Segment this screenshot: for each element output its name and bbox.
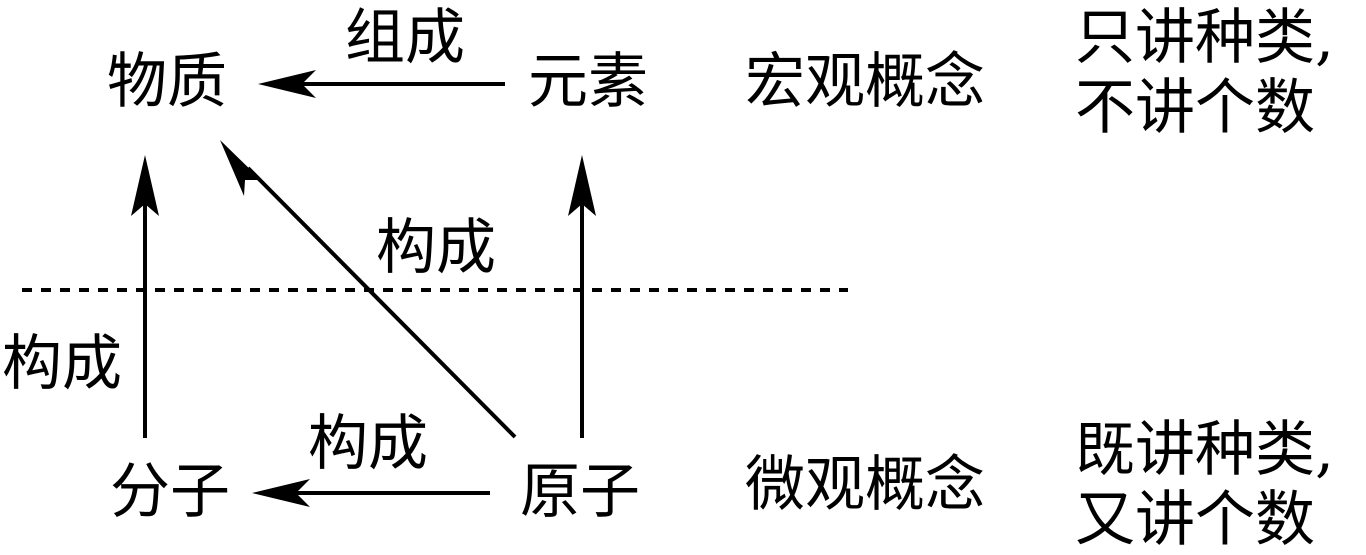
micro-note-line-1: 既讲种类, xyxy=(1075,415,1335,485)
relation-element-to-matter: 组成 xyxy=(345,3,465,73)
relation-molecule-to-matter: 构成 xyxy=(2,329,122,399)
macro-note-line-2: 不讲个数 xyxy=(1075,73,1315,143)
relation-atom-to-matter: 构成 xyxy=(376,213,496,283)
arrow-atom-to-matter xyxy=(246,166,517,439)
node-molecule: 分子 xyxy=(110,457,230,527)
node-matter: 物质 xyxy=(107,47,227,117)
node-atom: 原子 xyxy=(520,457,640,527)
macro-note-line-1: 只讲种类, xyxy=(1075,3,1335,73)
node-element: 元素 xyxy=(528,47,648,117)
relation-atom-to-molecule: 构成 xyxy=(308,409,428,479)
arrowhead-atom-to-molecule xyxy=(252,479,310,507)
arrowhead-element-to-matter xyxy=(258,70,316,98)
arrowhead-molecule-to-matter xyxy=(131,155,159,216)
arrowhead-atom-to-element xyxy=(568,155,596,216)
micro-note-line-2: 又讲个数 xyxy=(1075,485,1315,555)
micro-concept-label: 微观概念 xyxy=(745,450,985,520)
macro-concept-label: 宏观概念 xyxy=(745,47,985,117)
arrowhead-atom-to-matter xyxy=(220,140,261,196)
